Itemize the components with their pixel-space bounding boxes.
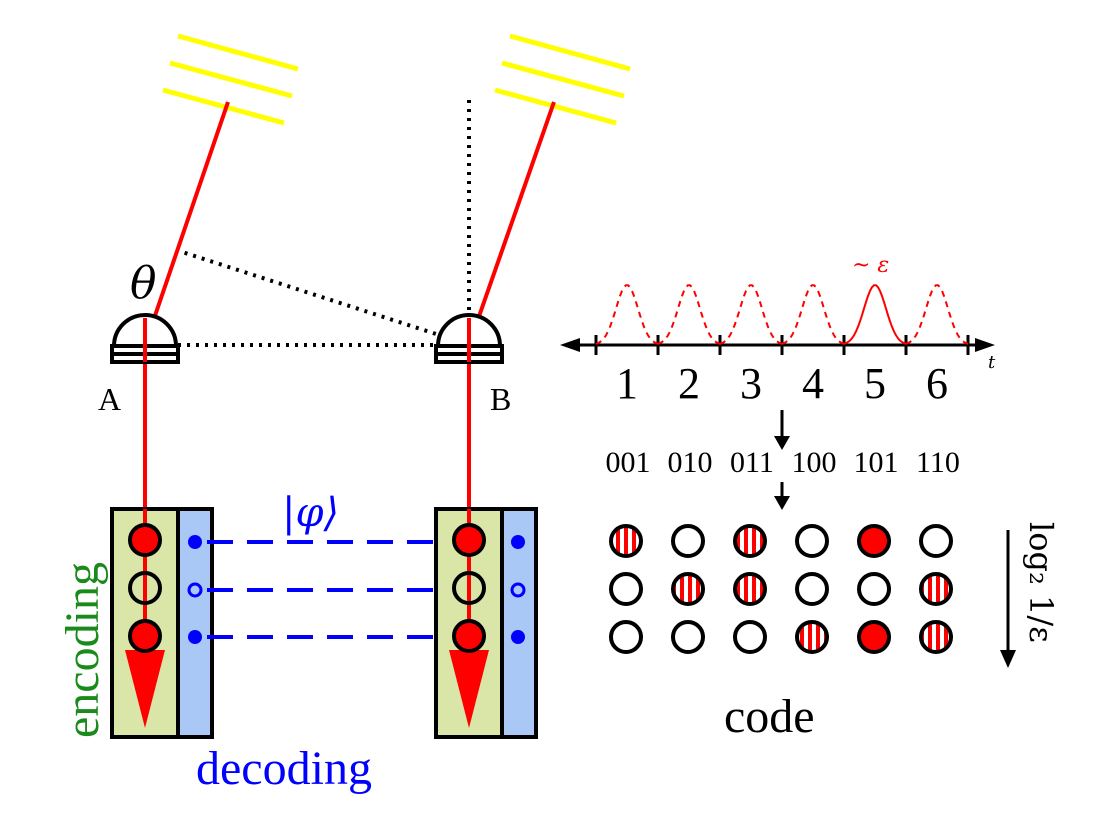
pulse-5: [843, 284, 907, 345]
pulse-6: [905, 284, 969, 345]
log-arrow: [1000, 530, 1016, 668]
blue-markers-a: [187, 535, 203, 644]
time-axis-label: t: [988, 352, 996, 373]
code-label: code: [724, 690, 815, 743]
code-cell-striped: [609, 524, 643, 558]
code-cell-striped: [919, 620, 953, 654]
code-cell-striped: [919, 572, 953, 606]
flow-arrows: [774, 410, 790, 510]
binary-code: 110: [916, 446, 960, 479]
decoding-label: decoding: [196, 742, 372, 795]
state-label: |φ⟩: [282, 490, 339, 536]
log-label: log₂ 1/ε: [1022, 522, 1060, 643]
binary-code-labels: 001 010 011 100 101 110: [606, 446, 960, 479]
pulse-1: [595, 284, 659, 345]
code-cell-empty: [733, 620, 767, 654]
code-cell-empty: [671, 620, 705, 654]
code-cell-empty: [795, 572, 829, 606]
arrow-down-a: [125, 650, 165, 728]
code-cell-striped: [733, 572, 767, 606]
code-cell-empty: [609, 572, 643, 606]
qubits-b: [452, 523, 486, 653]
code-grid: [609, 524, 953, 654]
code-cell-empty: [671, 524, 705, 558]
binary-code: 100: [792, 446, 837, 479]
binary-code: 101: [854, 446, 899, 479]
code-cell-striped: [795, 620, 829, 654]
theta-label: θ: [130, 258, 157, 309]
time-bin-label: 6: [926, 359, 948, 408]
code-cell-striped: [733, 524, 767, 558]
code-cell-empty: [795, 524, 829, 558]
pulse-4: [781, 284, 845, 345]
time-bin-label: 2: [678, 359, 700, 408]
pulse-2: [657, 284, 721, 345]
axis-ticks: [594, 335, 970, 355]
code-cell-empty: [857, 572, 891, 606]
mirror-a: [162, 33, 299, 126]
mirror-b: [494, 33, 631, 126]
time-axis: [560, 338, 995, 352]
detector-b-label: B: [490, 381, 511, 417]
epsilon-label: ~ ε: [852, 253, 889, 278]
time-bin-label: 5: [864, 359, 886, 408]
code-cell-filled: [857, 524, 891, 558]
code-cell-filled: [857, 620, 891, 654]
pulse-3: [719, 284, 783, 345]
time-bin-label: 4: [802, 359, 824, 408]
blue-markers-b: [510, 535, 526, 644]
qubits-a: [128, 523, 162, 653]
arrow-down-b: [449, 650, 489, 728]
binary-code: 001: [606, 446, 651, 479]
detector-a-label: A: [98, 381, 121, 417]
time-bin-label: 1: [616, 359, 638, 408]
encoding-label: encoding: [56, 562, 109, 738]
time-bin-label: 3: [740, 359, 762, 408]
binary-code: 010: [668, 446, 713, 479]
code-cell-empty: [919, 524, 953, 558]
code-cell-striped: [671, 572, 705, 606]
angle-dotted-line: [175, 248, 465, 345]
pulses: [595, 284, 969, 345]
code-cell-empty: [609, 620, 643, 654]
binary-code: 011: [730, 446, 774, 479]
entanglement-dashed-lines: [207, 540, 445, 639]
